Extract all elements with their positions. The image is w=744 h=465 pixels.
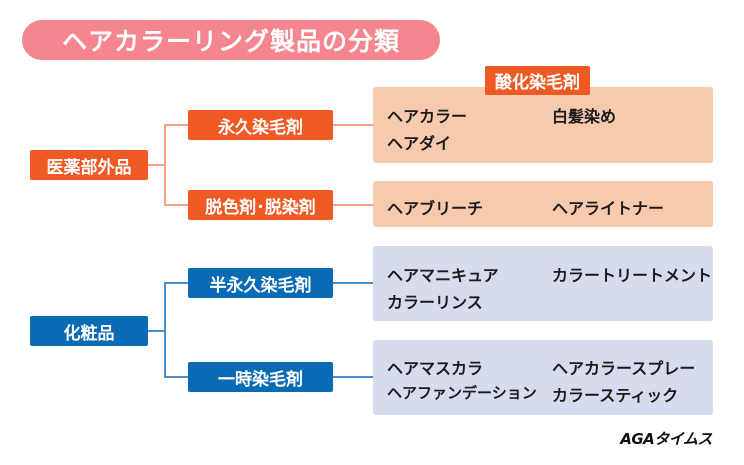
- products-panel-semi-permanent: ヘアマニキュア カラートリートメント カラーリンス: [373, 246, 713, 321]
- connector: [333, 282, 373, 284]
- connector: [148, 330, 166, 332]
- connector: [164, 282, 188, 284]
- product-item: ヘアライトナー: [552, 199, 665, 218]
- connector: [333, 204, 373, 206]
- connector: [164, 124, 188, 126]
- product-item: ヘアマニキュア: [387, 266, 499, 285]
- group-label-oxidation-dye: 酸化染毛剤: [485, 66, 590, 95]
- product-item: ヘアカラースプレー: [552, 359, 696, 378]
- product-item: 白髪染め: [552, 107, 617, 126]
- branch-permanent-dye: 永久染毛剤: [188, 110, 333, 140]
- connector: [333, 376, 373, 378]
- product-item: カラーリンス: [387, 293, 483, 312]
- product-item: カラートリートメント: [552, 266, 713, 285]
- product-item: カラースティック: [552, 386, 679, 405]
- connector: [333, 124, 373, 126]
- connector: [164, 376, 188, 378]
- category-quasi-drugs: 医薬部外品: [30, 150, 148, 180]
- connector: [164, 283, 166, 378]
- product-item: ヘアマスカラ: [387, 359, 484, 378]
- page-title: ヘアカラーリング製品の分類: [22, 20, 440, 60]
- product-item: ヘアカラー: [387, 107, 468, 126]
- branch-bleach: 脱色剤･脱染剤: [188, 190, 333, 220]
- connector: [164, 204, 188, 206]
- products-panel-temporary: ヘアマスカラ ヘアカラースプレー ヘアファンデーション カラースティック: [373, 340, 713, 415]
- category-cosmetics: 化粧品: [30, 316, 148, 346]
- branch-temporary-dye: 一時染毛剤: [188, 362, 333, 392]
- connector: [148, 164, 166, 166]
- branch-semi-permanent-dye: 半永久染毛剤: [188, 268, 333, 298]
- product-item: ヘアブリーチ: [387, 199, 484, 218]
- product-item: ヘアファンデーション: [387, 384, 537, 402]
- connector: [164, 125, 166, 206]
- products-panel-permanent: ヘアカラー 白髪染め ヘアダイ: [373, 87, 713, 163]
- brand-logo: AGAタイムス: [620, 430, 712, 448]
- product-item: ヘアダイ: [387, 134, 452, 153]
- products-panel-bleach: ヘアブリーチ ヘアライトナー: [373, 181, 713, 227]
